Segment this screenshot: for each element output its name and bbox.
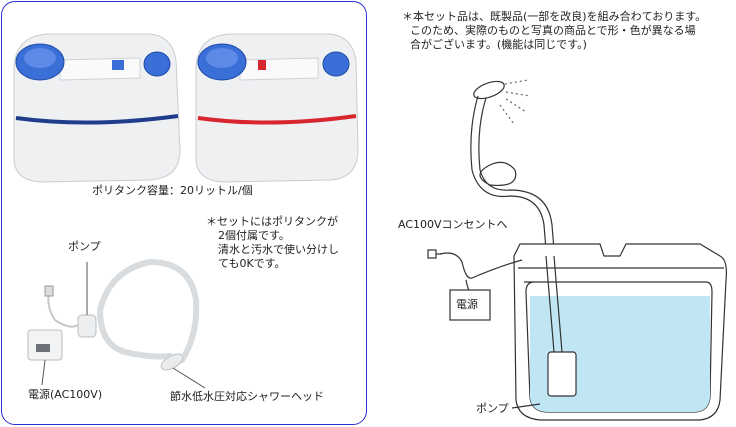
power-label: 電源(AC100V) xyxy=(28,388,103,401)
power-unit-icon xyxy=(27,285,79,386)
power-box-diagram xyxy=(427,249,523,321)
note-line: 清水と汚水で使い分けし xyxy=(218,243,339,256)
submersible-pump-icon xyxy=(511,255,577,409)
shower-head-icon xyxy=(473,80,505,100)
disclaimer-line: このため、実際のものと写真の商品とで形・色が異なる場 xyxy=(410,24,696,37)
shower-head-icon xyxy=(160,353,184,371)
cap-small-icon xyxy=(143,51,171,77)
cap-small-icon xyxy=(322,51,350,77)
outlet-label: AC100Vコンセントへ xyxy=(398,218,508,231)
note-line: ＊セットにはポリタンクが xyxy=(206,215,338,228)
disclaimer-note: ＊本セット品は、既製品(一部を改良)を組み合わております。 このため、実際のもの… xyxy=(402,10,706,52)
pump-icon xyxy=(77,262,97,338)
polytank-blue xyxy=(13,33,181,183)
stripe-blue xyxy=(15,114,179,125)
power-leader-line xyxy=(41,359,46,386)
pump-label: ポンプ xyxy=(68,240,101,253)
stripe-red xyxy=(197,114,357,125)
tank-capacity-label: ポリタンク容量：20リットル/個 xyxy=(92,184,253,197)
polytank-red xyxy=(195,33,359,183)
disclaimer-line: ＊本セット品は、既製品(一部を改良)を組み合わております。 xyxy=(402,10,707,23)
note-line: ても0Kです。 xyxy=(218,257,286,270)
set-note: ＊セットにはポリタンクが 2個付属です。 清水と汚水で使い分けし ても0Kです。 xyxy=(206,215,339,271)
power-box-label: 電源 xyxy=(456,298,478,311)
shower-leader-line xyxy=(172,367,206,389)
disclaimer-line: 合がございます。(機能は同じです。) xyxy=(410,38,587,51)
pump-diagram-label: ポンプ xyxy=(476,402,509,415)
note-line: 2個付属です。 xyxy=(218,229,290,242)
shower-hose-coil xyxy=(97,258,200,363)
shower-label: 節水低水圧対応シャワーヘッド xyxy=(170,390,324,403)
